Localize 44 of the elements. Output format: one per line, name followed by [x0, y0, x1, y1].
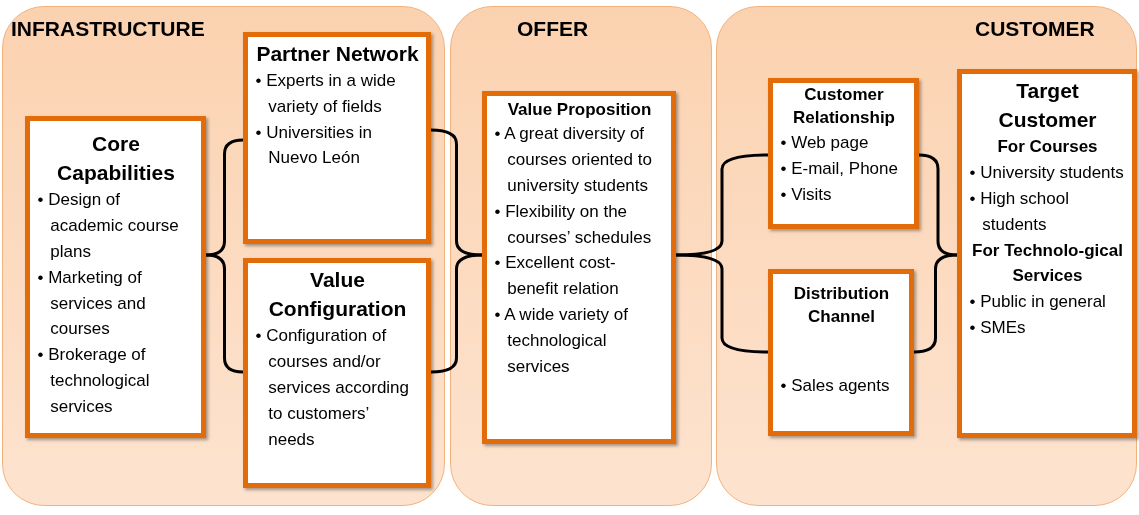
bullet-text: • SMEs [969, 317, 1027, 340]
bullet-text: • Excellent cost-benefit relation [494, 252, 620, 301]
bullet-text: • Visits [780, 183, 833, 206]
section-heading: OFFER [517, 17, 589, 41]
bullet-text: • Sales agents [780, 375, 891, 398]
section-panel [450, 6, 712, 506]
bullet-text: • Web page [780, 132, 870, 155]
content-box [24, 115, 206, 438]
content-box [481, 90, 676, 444]
bullet-text: • Marketing of services and courses [37, 266, 147, 341]
brace-connector [430, 128, 483, 257]
section-panel [716, 6, 1137, 506]
content-box [242, 31, 431, 244]
box-title: Distribution Channel [792, 282, 891, 329]
bullet-text: • E-mail, Phone [780, 157, 899, 180]
bullet-text: • Design of academic course plans [37, 189, 180, 263]
bullet-text: • University students [969, 162, 1125, 185]
brace-connector [675, 253, 769, 354]
section-panel [2, 6, 445, 506]
bullet-text: • Experts in a wide variety of fields [255, 69, 397, 118]
content-box [767, 77, 919, 229]
brace-connector [675, 153, 769, 257]
brace-connector [430, 253, 483, 374]
bullet-text: • Flexibility on the courses’ schedules [494, 200, 653, 249]
bullet-text: • Brokerage of technological services [37, 344, 151, 418]
box-title: Customer Relationship [792, 83, 896, 130]
bullet-text: • Universities in Nuevo León [255, 121, 373, 170]
section-heading: CUSTOMER [975, 17, 1095, 41]
bullet-text: • A wide variety of technological services [494, 304, 630, 378]
subheading: For Technolo-gical Services [971, 239, 1124, 288]
box-title: Core Capabilities [56, 130, 176, 186]
subheading: For Courses [996, 136, 1099, 159]
section-heading: INFRASTRUCTURE [11, 17, 205, 41]
content-box [956, 68, 1137, 438]
bullet-text: • A great diversity of courses oriented to university students [494, 123, 653, 197]
box-title: Value Proposition [506, 98, 653, 121]
bullet-text: • High school students [969, 187, 1070, 236]
box-title: Target Customer [997, 77, 1098, 133]
content-box [767, 268, 914, 436]
box-title: Value Configuration [267, 266, 408, 322]
bullet-text: • Public in general [969, 291, 1107, 314]
bullet-text: • Configuration of courses and/or services according to customers’ needs [255, 325, 411, 451]
content-box [242, 257, 431, 488]
box-title: Partner Network [255, 40, 420, 67]
